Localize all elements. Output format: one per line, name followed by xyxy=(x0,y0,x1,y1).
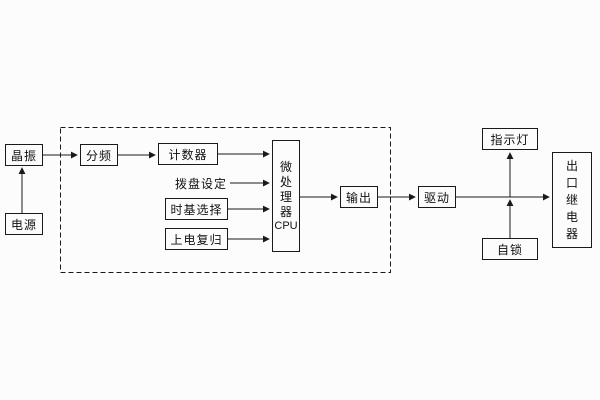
node-crystal-oscillator: 晶振 xyxy=(5,144,43,166)
node-counter: 计数器 xyxy=(158,143,218,165)
cpu-char: 器 xyxy=(279,204,292,219)
cpu-char: 理 xyxy=(279,189,292,204)
node-outlet-relay: 出 口 继 电 器 xyxy=(552,152,592,248)
relay-char: 继 xyxy=(565,192,578,207)
node-timebase-select: 时基选择 xyxy=(165,198,228,220)
dashed-boundary xyxy=(60,127,391,273)
cpu-char: CPU xyxy=(274,219,298,232)
node-power-supply: 电源 xyxy=(5,213,43,235)
cpu-char: 处 xyxy=(279,174,292,189)
relay-char: 口 xyxy=(565,175,578,190)
node-self-lock: 自锁 xyxy=(482,238,538,260)
node-power-on-reset: 上电复归 xyxy=(165,228,228,250)
node-dial-setting: 拨盘设定 xyxy=(174,176,227,191)
relay-char: 出 xyxy=(565,158,578,173)
node-indicator-light: 指示灯 xyxy=(482,128,538,150)
node-drive: 驱动 xyxy=(418,186,456,208)
relay-char: 电 xyxy=(565,209,578,224)
node-frequency-divider: 分频 xyxy=(80,144,118,166)
node-output: 输出 xyxy=(340,186,378,208)
cpu-char: 微 xyxy=(279,159,292,174)
relay-char: 器 xyxy=(565,226,578,241)
node-cpu: 微 处 理 器 CPU xyxy=(272,140,300,252)
